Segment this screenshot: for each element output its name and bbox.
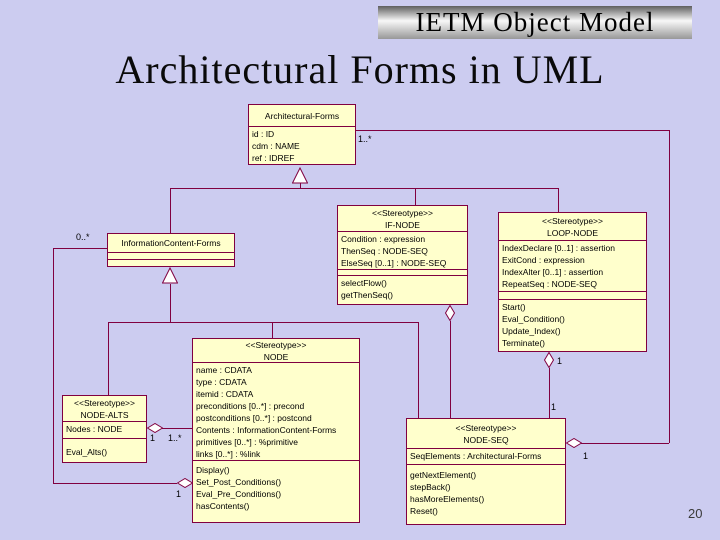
attribute: postconditions [0..*] : postcond xyxy=(196,413,312,423)
attribute: RepeatSeq : NODE-SEQ xyxy=(502,279,597,289)
class-information-content-forms: InformationContent-Forms xyxy=(107,233,235,267)
attribute: IndexDeclare [0..1] : assertion xyxy=(502,243,615,253)
operation: Update_Index() xyxy=(502,326,561,336)
multiplicity-label: 1..* xyxy=(168,433,182,443)
aggregation-diamond-icon xyxy=(445,305,455,321)
attribute: Nodes : NODE xyxy=(66,424,123,434)
uml-connector xyxy=(300,183,301,189)
stereotype-label: <<Stereotype>> xyxy=(245,339,307,350)
class-name: Architectural-Forms xyxy=(264,110,340,121)
uml-connector xyxy=(549,368,550,418)
operation: getThenSeq() xyxy=(341,290,393,300)
multiplicity-label: 1 xyxy=(176,489,182,499)
operation: Eval_Alts() xyxy=(66,447,108,457)
attribute: ExitCond : expression xyxy=(502,255,585,265)
class-node: <<Stereotype>> NODE name : CDATA type : … xyxy=(192,338,360,523)
page-number: 20 xyxy=(688,506,703,521)
multiplicity-label: 1 xyxy=(583,451,589,461)
uml-connector xyxy=(108,322,419,323)
uml-connector xyxy=(162,428,192,429)
attribute: ThenSeq : NODE-SEQ xyxy=(341,246,428,256)
operation: Eval_Condition() xyxy=(502,314,565,324)
uml-connector xyxy=(170,284,171,322)
uml-connector xyxy=(53,248,107,249)
uml-connector xyxy=(272,322,273,338)
multiplicity-label: 1 xyxy=(150,433,156,443)
operation: stepBack() xyxy=(410,482,451,492)
class-name: NODE xyxy=(263,351,289,362)
header-banner-title: IETM Object Model xyxy=(415,7,655,37)
generalization-triangle-icon xyxy=(292,167,308,184)
attribute: id : ID xyxy=(252,129,275,139)
uml-connector xyxy=(53,248,54,483)
operation: hasContents() xyxy=(196,501,250,511)
multiplicity-label: 1 xyxy=(557,356,563,366)
uml-connector xyxy=(450,321,451,418)
class-loop-node: <<Stereotype>> LOOP-NODE IndexDeclare [0… xyxy=(498,212,647,352)
aggregation-diamond-icon xyxy=(544,352,554,368)
multiplicity-label: 0..* xyxy=(76,232,90,242)
class-if-node: <<Stereotype>> IF-NODE Condition : expre… xyxy=(337,205,468,305)
attribute: Contents : InformationContent-Forms xyxy=(196,425,337,435)
aggregation-diamond-icon xyxy=(566,438,582,448)
stereotype-label: <<Stereotype>> xyxy=(74,397,135,408)
class-name: InformationContent-Forms xyxy=(121,238,221,248)
aggregation-diamond-icon xyxy=(147,423,163,433)
operation: Start() xyxy=(502,302,526,312)
class-name: NODE-SEQ xyxy=(463,434,509,445)
operation: Set_Post_Conditions() xyxy=(196,477,282,487)
attribute: ref : IDREF xyxy=(252,153,295,163)
class-node-seq: <<Stereotype>> NODE-SEQ SeqElements : Ar… xyxy=(406,418,566,525)
aggregation-diamond-icon xyxy=(177,478,193,488)
class-architectural-forms: Architectural-Forms id : ID cdm : NAME r… xyxy=(248,104,356,165)
attribute: links [0..*] : %link xyxy=(196,449,261,459)
uml-connector xyxy=(53,483,177,484)
page-title: Architectural Forms in UML xyxy=(115,47,605,92)
attribute: IndexAlter [0..1] : assertion xyxy=(502,267,604,277)
class-node-alts: <<Stereotype>> NODE-ALTS Nodes : NODE Ev… xyxy=(62,395,147,463)
class-name: LOOP-NODE xyxy=(546,227,598,238)
uml-connector xyxy=(170,188,559,189)
multiplicity-label: 1..* xyxy=(358,134,372,144)
uml-connector xyxy=(669,130,670,443)
multiplicity-label: 1 xyxy=(551,402,557,412)
class-name: IF-NODE xyxy=(385,219,420,230)
operation: Reset() xyxy=(410,506,438,516)
attribute: SeqElements : Architectural-Forms xyxy=(410,451,542,461)
attribute: name : CDATA xyxy=(196,365,252,375)
operation: Eval_Pre_Conditions() xyxy=(196,489,282,499)
operation: Display() xyxy=(196,465,230,475)
attribute: Condition : expression xyxy=(341,234,426,244)
attribute: ElseSeq [0..1] : NODE-SEQ xyxy=(341,258,447,268)
attribute: type : CDATA xyxy=(196,377,247,387)
attribute: itemid : CDATA xyxy=(196,389,254,399)
attribute: preconditions [0..*] : precond xyxy=(196,401,305,411)
operation: getNextElement() xyxy=(410,470,477,480)
uml-connector xyxy=(581,443,669,444)
uml-connector xyxy=(418,322,419,418)
attribute: cdm : NAME xyxy=(252,141,300,151)
uml-connector xyxy=(170,188,171,233)
uml-connector xyxy=(108,322,109,395)
operation: Terminate() xyxy=(502,338,545,348)
uml-connector xyxy=(415,188,416,205)
stereotype-label: <<Stereotype>> xyxy=(542,215,603,226)
stereotype-label: <<Stereotype>> xyxy=(455,422,517,433)
attribute: primitives [0..*] : %primitive xyxy=(196,437,299,447)
generalization-triangle-icon xyxy=(162,267,178,284)
operation: selectFlow() xyxy=(341,278,387,288)
class-name: NODE-ALTS xyxy=(80,409,129,420)
header-banner: IETM Object Model xyxy=(378,6,692,39)
operation: hasMoreElements() xyxy=(410,494,485,504)
stereotype-label: <<Stereotype>> xyxy=(372,207,433,218)
uml-connector xyxy=(356,130,669,131)
uml-connector xyxy=(558,188,559,212)
